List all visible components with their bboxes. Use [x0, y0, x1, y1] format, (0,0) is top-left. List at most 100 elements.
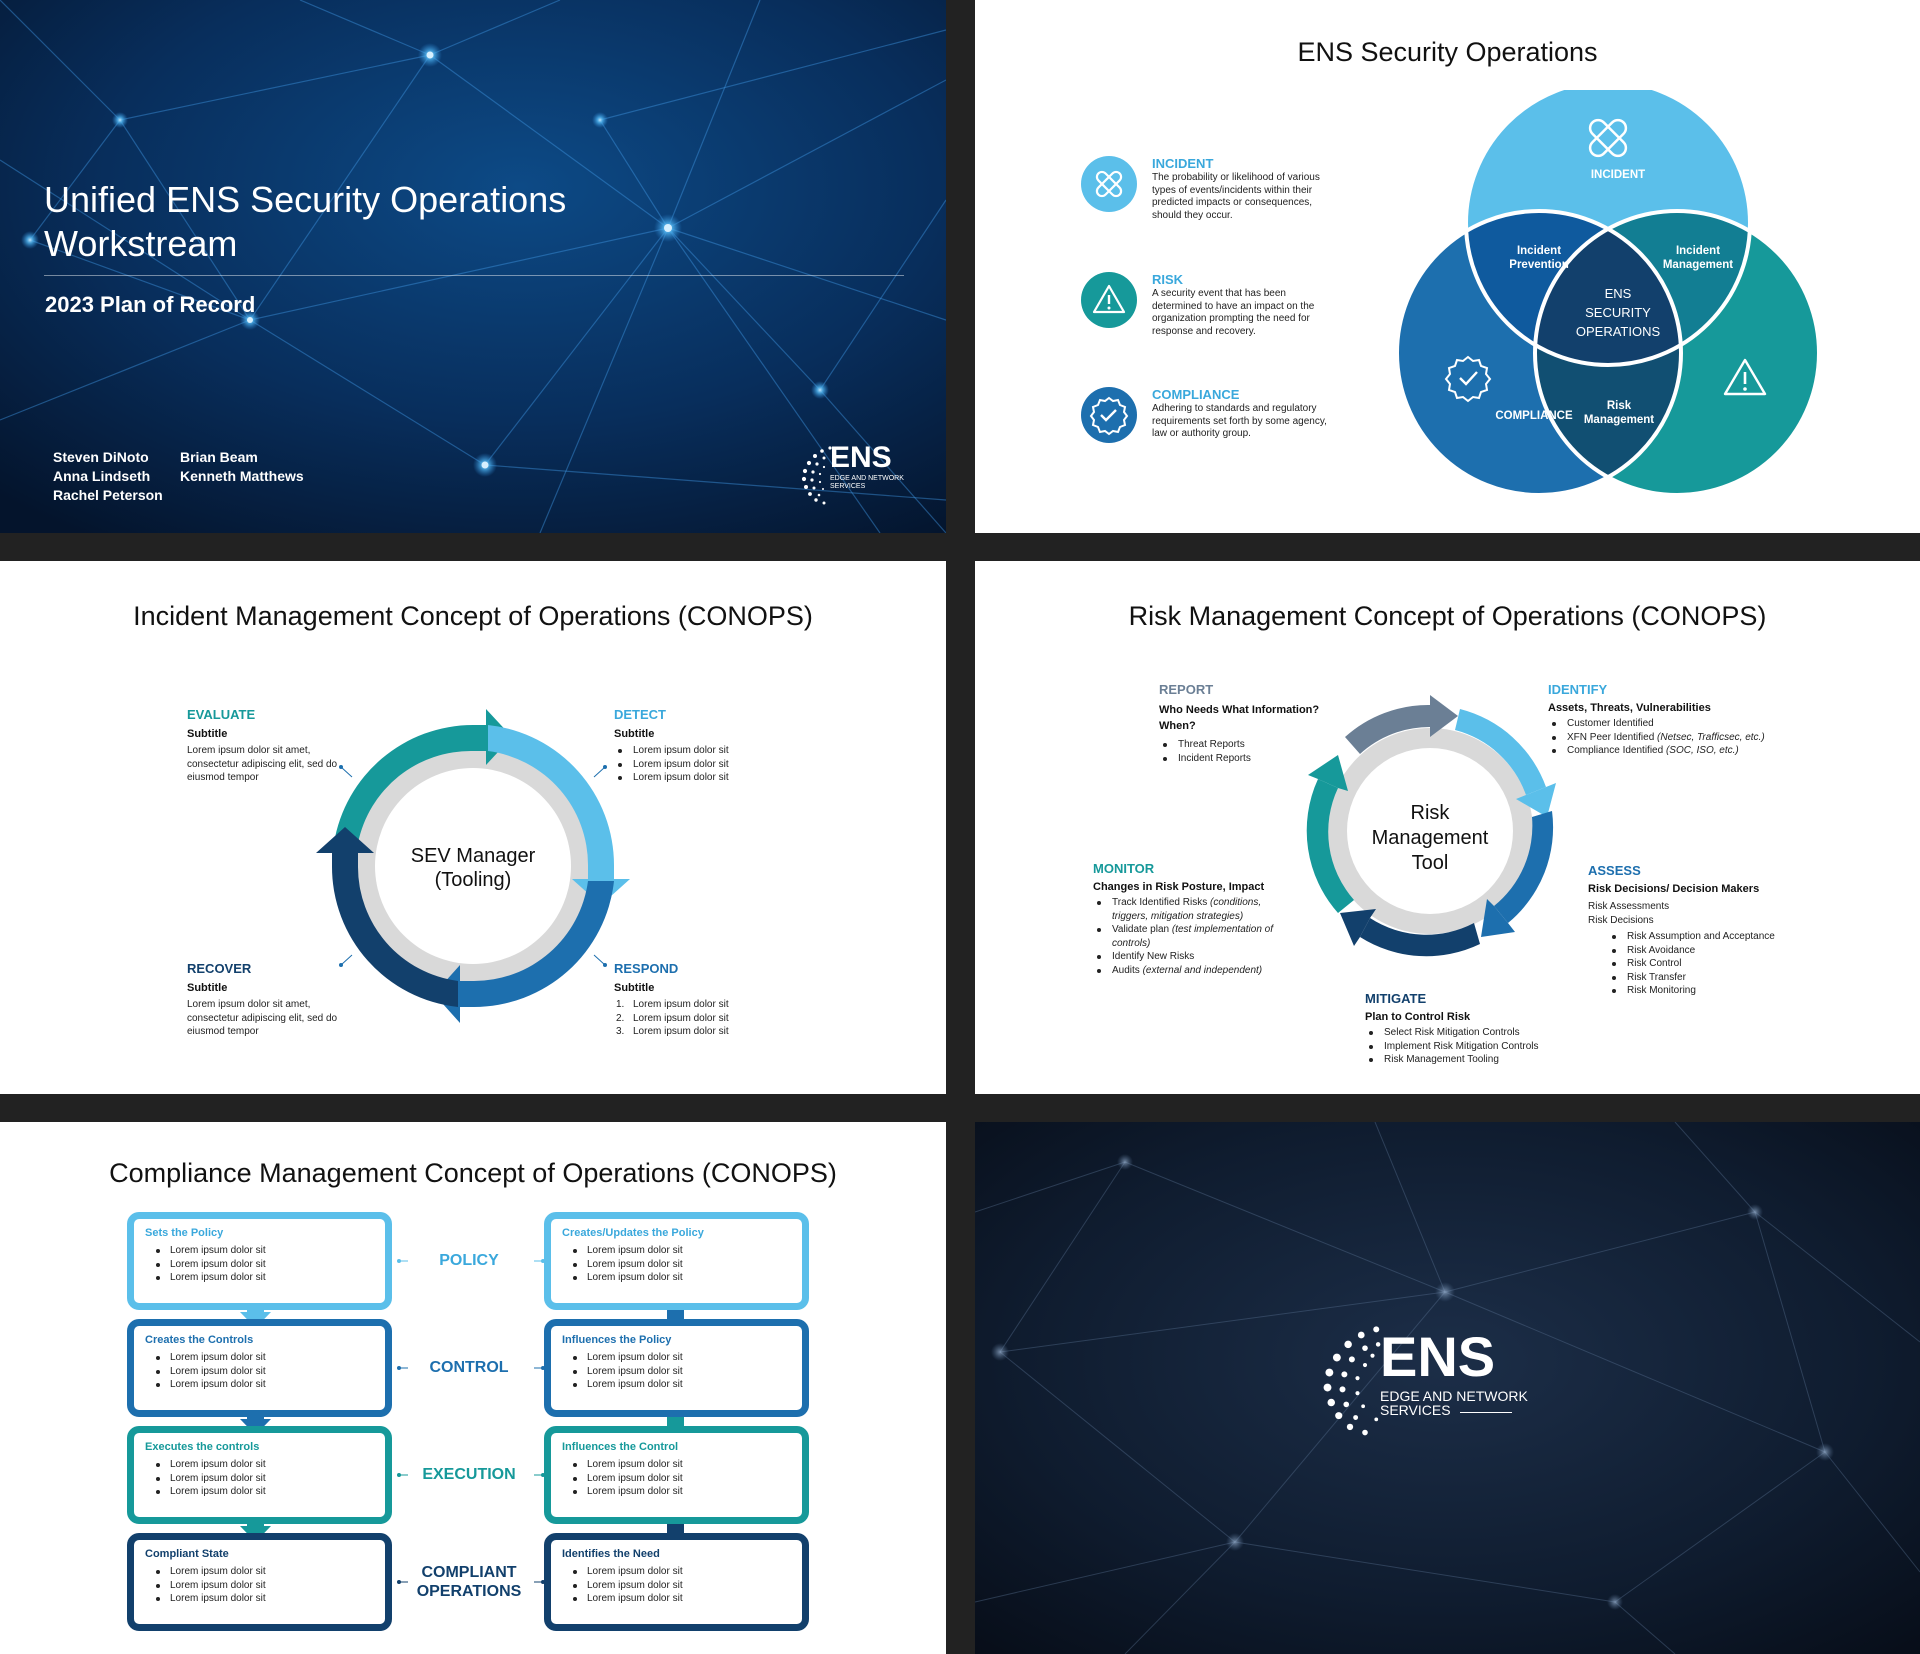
assess-line: Risk Decisions	[1588, 914, 1654, 926]
list-item: Lorem ipsum dolor sit	[145, 1458, 385, 1472]
recover-subtitle: Subtitle	[187, 982, 228, 994]
box-heading: Influences the Policy	[562, 1334, 672, 1346]
slide1-subtitle: 2023 Plan of Record	[45, 292, 256, 317]
author-name: Kenneth Matthews	[180, 468, 304, 484]
assess-block: ASSESS Risk Decisions/ Decision Makers R…	[1588, 863, 1808, 998]
box-heading: Creates/Updates the Policy	[562, 1227, 704, 1239]
box-heading: Creates the Controls	[145, 1334, 254, 1346]
list-item: Risk Assumption and Acceptance	[1608, 930, 1808, 944]
box-heading: Identifies the Need	[562, 1548, 660, 1560]
respond-arrow	[473, 881, 614, 1008]
list-item: Lorem ipsum dolor sit	[562, 1271, 802, 1285]
title-divider	[44, 275, 904, 276]
bandage-icon	[1081, 156, 1137, 212]
closing-slide[interactable]: ENS EDGE AND NETWORK SERVICES	[975, 1122, 1920, 1654]
slide5-title: Compliance Management Concept of Operati…	[109, 1158, 837, 1188]
assess-subtitle: Risk Decisions/ Decision Makers	[1588, 883, 1760, 895]
globe-icon	[1323, 1326, 1381, 1436]
mitigate-subtitle: Plan to Control Risk	[1365, 1011, 1471, 1023]
evaluate-body: Lorem ipsum dolor sit amet, consectetur …	[187, 745, 338, 783]
report-heading: REPORT	[1159, 682, 1214, 697]
list-item: Lorem ipsum dolor sit	[145, 1351, 385, 1365]
list-item: Lorem ipsum dolor sit	[562, 1351, 802, 1365]
recover-heading: RECOVER	[187, 961, 252, 976]
author-name: Anna Lindseth	[53, 468, 151, 484]
incident-cycle-diagram	[316, 709, 630, 1023]
incident-heading: INCIDENT	[1152, 156, 1214, 171]
list-item: 3.Lorem ipsum dolor sit	[616, 1026, 729, 1037]
incident-conops-slide[interactable]: Incident Management Concept of Operation…	[0, 561, 946, 1094]
logo-wordmark: ENS	[830, 441, 892, 474]
author-name: Brian Beam	[180, 449, 258, 465]
recover-body: Lorem ipsum dolor sit amet, consectetur …	[187, 999, 338, 1037]
box-heading: Compliant State	[145, 1548, 229, 1560]
compliance-description: Adhering to standards and regulatory req…	[1152, 403, 1327, 439]
mitigate-block: MITIGATE Plan to Control Risk Select Ris…	[1365, 991, 1585, 1067]
list-item: Identify New Risks	[1093, 950, 1293, 964]
mitigate-heading: MITIGATE	[1365, 991, 1427, 1006]
security-operations-slide[interactable]: ENS Security Operations INCIDENT The pro…	[975, 0, 1920, 533]
authors-column-1: Steven DiNoto Anna Lindseth Rachel Peter…	[53, 448, 163, 505]
influences-policy-box: Influences the Policy Lorem ipsum dolor …	[544, 1319, 809, 1417]
venn-risk-label: RISK	[1807, 405, 1835, 417]
slide4-title: Risk Management Concept of Operations (C…	[1128, 601, 1767, 631]
compliance-heading: COMPLIANCE	[1152, 387, 1240, 402]
globe-icon	[801, 446, 832, 505]
author-name: Rachel Peterson	[53, 487, 163, 503]
policy-label: POLICY	[439, 1252, 499, 1269]
ens-logo-large: ENS EDGE AND NETWORK SERVICES	[1320, 1317, 1580, 1447]
list-item: XFN Peer Identified (Netsec, Trafficsec,…	[1548, 731, 1808, 745]
respond-block: RESPOND Subtitle 1.Lorem ipsum dolor sit…	[614, 961, 774, 1039]
monitor-arrow	[1306, 779, 1354, 913]
list-item: Lorem ipsum dolor sit	[145, 1472, 385, 1486]
list-item: Lorem ipsum dolor sit	[614, 771, 774, 785]
list-item: Audits (external and independent)	[1093, 964, 1293, 978]
evaluate-heading: EVALUATE	[187, 707, 256, 722]
list-item: 1.Lorem ipsum dolor sit	[616, 999, 729, 1010]
list-item: Risk Avoidance	[1608, 944, 1808, 958]
creates-controls-box: Creates the Controls Lorem ipsum dolor s…	[127, 1319, 392, 1417]
list-item: Risk Monitoring	[1608, 984, 1808, 998]
executes-controls-box: Executes the controls Lorem ipsum dolor …	[127, 1426, 392, 1524]
title-slide[interactable]: Unified ENS Security Operations Workstre…	[0, 0, 946, 533]
list-item: Compliance Identified (SOC, ISO, etc.)	[1548, 744, 1808, 758]
logo-wordmark: ENS	[1380, 1325, 1496, 1388]
list-item: Lorem ipsum dolor sit	[614, 744, 774, 758]
risk-description: A security event that has been determine…	[1152, 288, 1315, 337]
slide2-title: ENS Security Operations	[1297, 37, 1598, 67]
detect-block: DETECT Subtitle Lorem ipsum dolor sit Lo…	[614, 707, 774, 785]
list-item: Customer Identified	[1548, 717, 1808, 731]
risk-conops-slide[interactable]: Risk Management Concept of Operations (C…	[975, 561, 1920, 1094]
logo-tagline-1: EDGE AND NETWORK	[830, 475, 904, 482]
assess-line: Risk Assessments	[1588, 901, 1670, 912]
warning-icon	[1081, 272, 1137, 328]
slide3-title: Incident Management Concept of Operation…	[133, 601, 813, 631]
assess-heading: ASSESS	[1588, 863, 1641, 878]
creates-updates-policy-box: Creates/Updates the Policy Lorem ipsum d…	[544, 1212, 809, 1310]
identify-subtitle: Assets, Threats, Vulnerabilities	[1548, 702, 1711, 714]
report-block: REPORT Who Needs What Information?When? …	[1159, 682, 1349, 765]
logo-tagline-1: EDGE AND NETWORK	[1380, 1388, 1528, 1404]
detect-arrow	[488, 725, 615, 866]
execution-label: EXECUTION	[422, 1466, 516, 1483]
list-item: Lorem ipsum dolor sit	[562, 1458, 802, 1472]
recover-arrow	[331, 866, 458, 1007]
venn-incident-label: INCIDENT	[1590, 169, 1646, 181]
report-subtitle: Who Needs What Information?When?	[1159, 704, 1320, 732]
logo-rule	[1460, 1412, 1512, 1413]
compliance-conops-slide[interactable]: Compliance Management Concept of Operati…	[0, 1122, 946, 1654]
mitigate-arrow	[1360, 918, 1480, 957]
logo-tagline-2: SERVICES	[1380, 1402, 1451, 1418]
badge-check-icon	[1444, 355, 1492, 403]
network-background	[975, 1122, 1920, 1654]
list-item: Track Identified Risks (conditions, trig…	[1093, 896, 1293, 923]
identify-block: IDENTIFY Assets, Threats, Vulnerabilitie…	[1548, 682, 1808, 758]
list-item: Lorem ipsum dolor sit	[145, 1565, 385, 1579]
list-item: Lorem ipsum dolor sit	[562, 1565, 802, 1579]
logo-tagline-2: SERVICES	[830, 483, 866, 490]
